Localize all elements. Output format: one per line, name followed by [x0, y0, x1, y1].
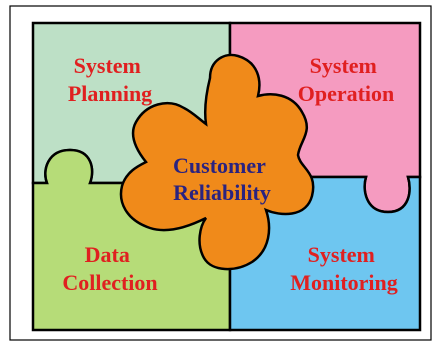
label-system-monitoring: System Monitoring [290, 242, 398, 295]
piece-customer-reliability [119, 53, 315, 271]
label-system-operation: System Operation [298, 53, 395, 106]
label-customer-reliability: Customer Reliability [173, 153, 271, 205]
piece-system-monitoring [228, 175, 422, 332]
label-data-collection: Data Collection [62, 242, 157, 295]
label-system-planning: System Planning [68, 53, 152, 106]
